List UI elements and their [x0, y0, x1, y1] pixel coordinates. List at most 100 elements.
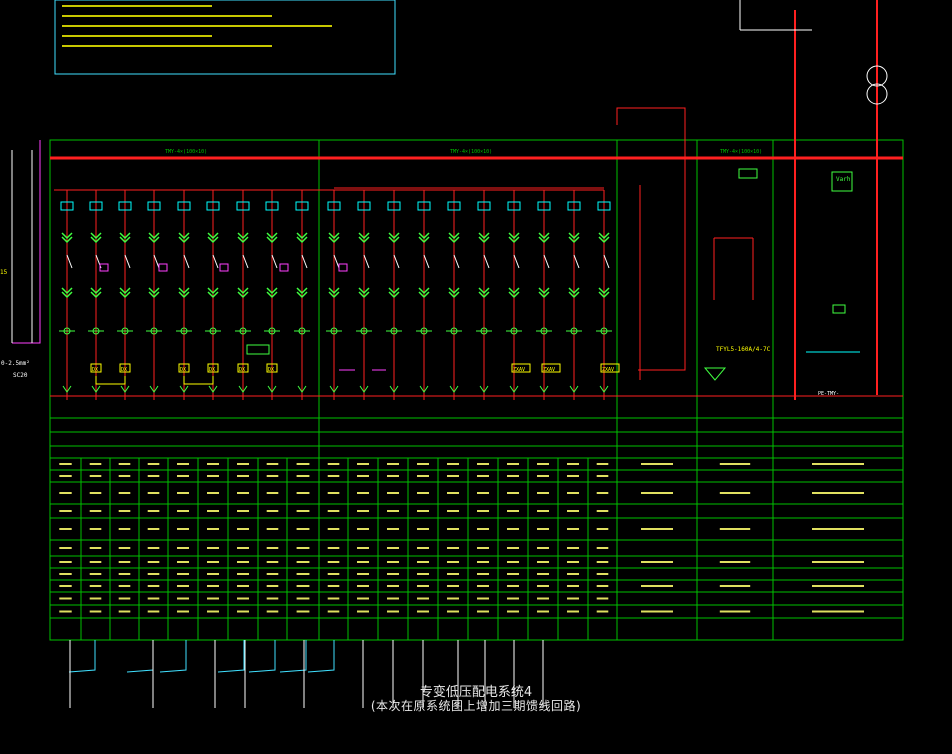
pe-bus-label: PE-TMY- — [818, 391, 839, 397]
outgoing-arrow — [297, 385, 307, 393]
breaker-chevron — [237, 287, 249, 295]
ct-label-box — [147, 201, 161, 211]
panel-frame — [49, 139, 904, 641]
ct-label-box — [357, 201, 371, 211]
bus-label: TMY-4×(100×10) — [165, 149, 207, 155]
breaker-chevron — [178, 287, 190, 295]
interlock-wire — [95, 376, 126, 385]
cable-drop — [68, 640, 96, 673]
breaker-chevron — [388, 232, 400, 240]
breaker-chevron — [207, 236, 219, 244]
breaker-chevron — [148, 291, 160, 299]
outgoing-arrow — [238, 385, 248, 393]
outgoing-arrow — [267, 385, 277, 393]
circuit-schedule-table — [49, 417, 904, 641]
breaker-chevron — [296, 232, 308, 240]
switch-blade — [153, 254, 160, 269]
ct-label-box — [447, 201, 461, 211]
breaker-chevron — [61, 236, 73, 244]
outgoing-arrow — [539, 385, 549, 393]
dx-box — [237, 363, 249, 373]
drawing-annotations: 0-2.5mm² SC20 15 TFYL5-160A/4-7C PE-TMY-… — [0, 149, 851, 397]
ct-label-box — [327, 201, 341, 211]
breaker-chevron — [328, 232, 340, 240]
feeder — [54, 189, 612, 400]
transformer-coil — [866, 83, 888, 105]
breaker-chevron — [508, 291, 520, 299]
switch-blade — [543, 254, 550, 269]
cable-drop — [279, 640, 307, 673]
breaker-chevron — [296, 287, 308, 295]
breaker-chevron — [266, 236, 278, 244]
zxav-2 — [541, 363, 561, 373]
dx-box — [90, 363, 102, 373]
breaker-chevron — [568, 236, 580, 244]
switch-blade — [393, 254, 400, 269]
breaker-chevron — [448, 291, 460, 299]
breaker-chevron — [61, 287, 73, 295]
breaker-model-label: TFYL5-160A/4-7C — [716, 346, 771, 353]
ct-label-box — [537, 201, 551, 211]
breaker-chevron — [598, 236, 610, 244]
breaker-chevron — [568, 287, 580, 295]
magenta-tag — [338, 263, 348, 272]
breaker-chevron — [328, 291, 340, 299]
breaker-chevron — [148, 232, 160, 240]
auxiliary-wiring — [11, 140, 860, 708]
breaker-chevron — [388, 291, 400, 299]
varh-meter — [831, 171, 853, 192]
dx-box — [178, 363, 190, 373]
switch-blade — [483, 254, 490, 269]
breaker-chevron — [119, 232, 131, 240]
cable-drop — [217, 640, 245, 673]
magenta-tag — [99, 263, 109, 272]
breaker-chevron — [148, 287, 160, 295]
breaker-chevron — [296, 236, 308, 244]
bus-label: TMY-4×(100×10) — [720, 149, 762, 155]
cable-drop — [159, 640, 187, 673]
outgoing-arrow — [149, 385, 159, 393]
general-notes-box — [54, 0, 396, 75]
left-edge-value: 15 — [0, 269, 8, 276]
breaker-chevron — [266, 291, 278, 299]
breaker-chevron — [448, 287, 460, 295]
switch-blade — [453, 254, 460, 269]
breaker-chevron — [178, 291, 190, 299]
breaker-chevron — [418, 232, 430, 240]
zxav-1 — [511, 363, 531, 373]
breaker-chevron — [61, 232, 73, 240]
ct-label-box — [387, 201, 401, 211]
cable-drop — [307, 640, 335, 673]
outgoing-arrow — [449, 385, 459, 393]
dx-label: DX — [268, 367, 274, 373]
bus-label: TMY-4×(100×10) — [450, 149, 492, 155]
feeder — [54, 189, 582, 400]
feeder — [54, 189, 162, 400]
outgoing-arrow — [509, 385, 519, 393]
zxav-label: ZXAV — [543, 367, 555, 373]
cable-drop — [248, 640, 276, 673]
ct-label-box — [118, 201, 132, 211]
switch-blade — [301, 254, 308, 269]
breaker-chevron — [328, 236, 340, 244]
dx-box — [207, 363, 219, 373]
breaker-chevron — [61, 291, 73, 299]
dx-label: DX — [121, 367, 127, 373]
breaker-chevron — [508, 287, 520, 295]
notes-frame — [54, 0, 396, 75]
breaker-chevron — [418, 236, 430, 244]
outgoing-arrow — [569, 385, 579, 393]
switch-blade — [66, 254, 73, 269]
breaker-chevron — [448, 232, 460, 240]
switch-blade — [363, 254, 370, 269]
switch-blade — [573, 254, 580, 269]
breaker-chevron — [508, 236, 520, 244]
drawing-title: 专变低压配电系统4 — [419, 685, 533, 700]
breaker-chevron — [418, 291, 430, 299]
switch-blade — [271, 254, 278, 269]
breaker-chevron — [358, 287, 370, 295]
cap-feed — [616, 107, 686, 371]
breaker-chevron — [478, 291, 490, 299]
interlock-wire — [183, 376, 214, 385]
